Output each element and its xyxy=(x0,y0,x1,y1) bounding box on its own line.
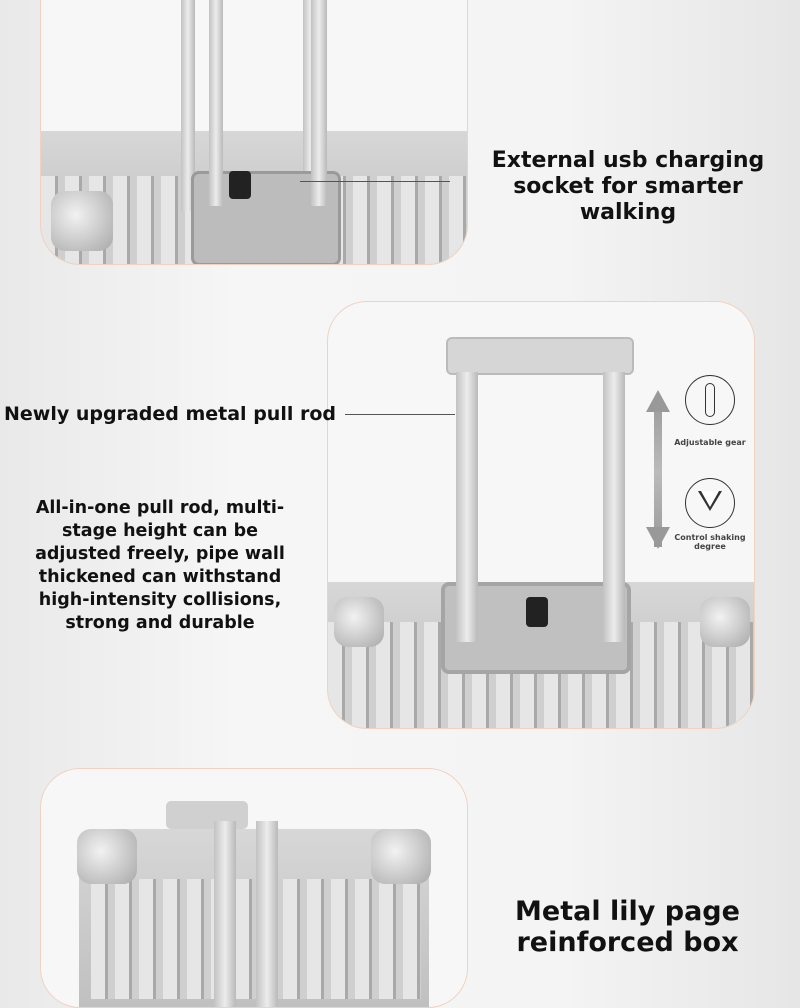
pull-rod-photo: Adjustable gear Control shaking degree xyxy=(327,301,755,729)
push-button xyxy=(526,597,548,627)
pull-rod-title: Newly upgraded metal pull rod xyxy=(4,403,336,425)
control-shaking-icon xyxy=(685,478,735,528)
usb-socket-photo xyxy=(40,0,468,265)
control-shaking-label: Control shaking degree xyxy=(674,533,746,551)
reinforced-box-title: Metal lily page reinforced box xyxy=(515,896,740,958)
adjustable-gear-icon xyxy=(685,375,735,425)
height-arrow-icon xyxy=(654,397,662,547)
adjustable-gear-label: Adjustable gear xyxy=(674,438,746,447)
pull-rod-description: All-in-one pull rod, multi-stage height … xyxy=(35,498,285,633)
usb-port-icon xyxy=(229,171,251,199)
usb-feature-title: External usb charging socket for smarter… xyxy=(491,148,765,225)
reinforced-box-photo xyxy=(40,768,468,1008)
